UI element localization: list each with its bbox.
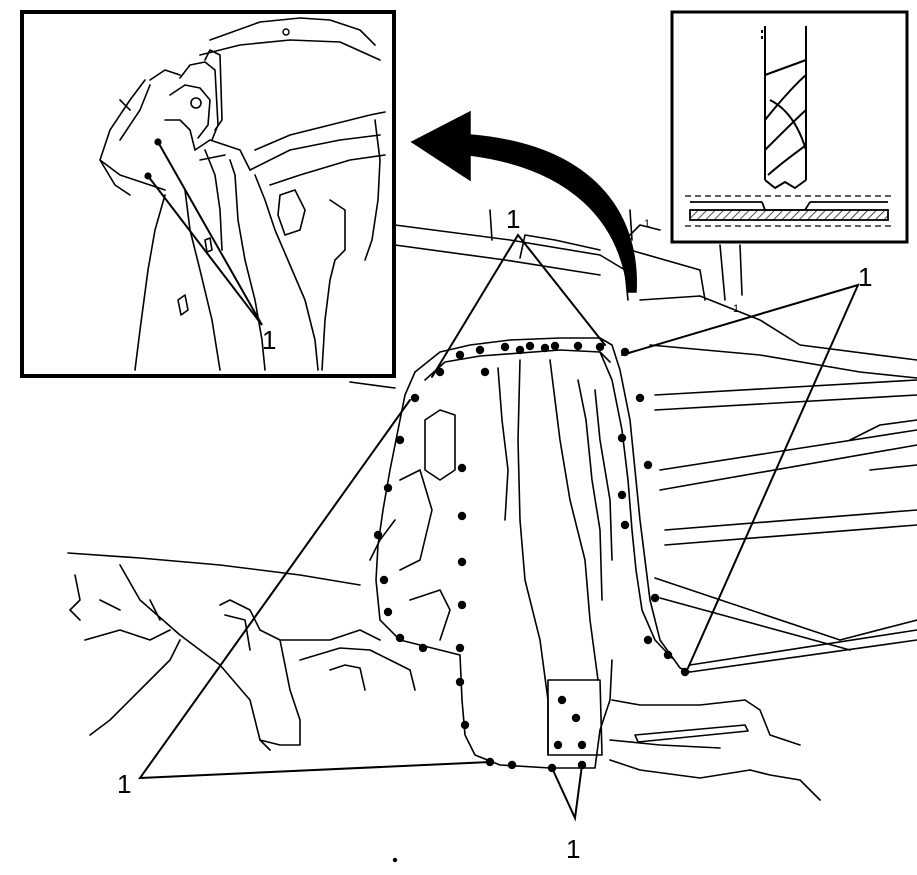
roof-rail-structure bbox=[349, 209, 743, 389]
drill-bit-icon bbox=[761, 26, 807, 189]
curved-arrow-icon bbox=[410, 110, 637, 293]
small-mark-2: 1 bbox=[733, 303, 739, 315]
inset-callout-number: 1 bbox=[262, 325, 276, 355]
cargo-floor-panels bbox=[639, 295, 917, 673]
small-mark-1: 1 bbox=[644, 218, 650, 230]
callout-number-bottom: 1 bbox=[566, 834, 580, 864]
rocker-sill bbox=[609, 699, 821, 801]
callout-number-top: 1 bbox=[506, 204, 520, 234]
spot-weld-dots bbox=[373, 341, 690, 863]
workpiece-layers bbox=[685, 195, 894, 227]
callout-number-right: 1 bbox=[858, 262, 872, 292]
callout-numbers: 1 1 1 1 1 1 bbox=[117, 204, 872, 864]
rear-fender-lower-body bbox=[67, 552, 416, 751]
callout-leaders bbox=[137, 233, 860, 822]
drill-bit-inset bbox=[670, 10, 909, 244]
detail-inset: 1 bbox=[20, 10, 396, 378]
vehicle-body-drawing bbox=[67, 209, 917, 801]
callout-number-left: 1 bbox=[117, 769, 131, 799]
wheelhouse-panel-outline bbox=[414, 337, 691, 673]
